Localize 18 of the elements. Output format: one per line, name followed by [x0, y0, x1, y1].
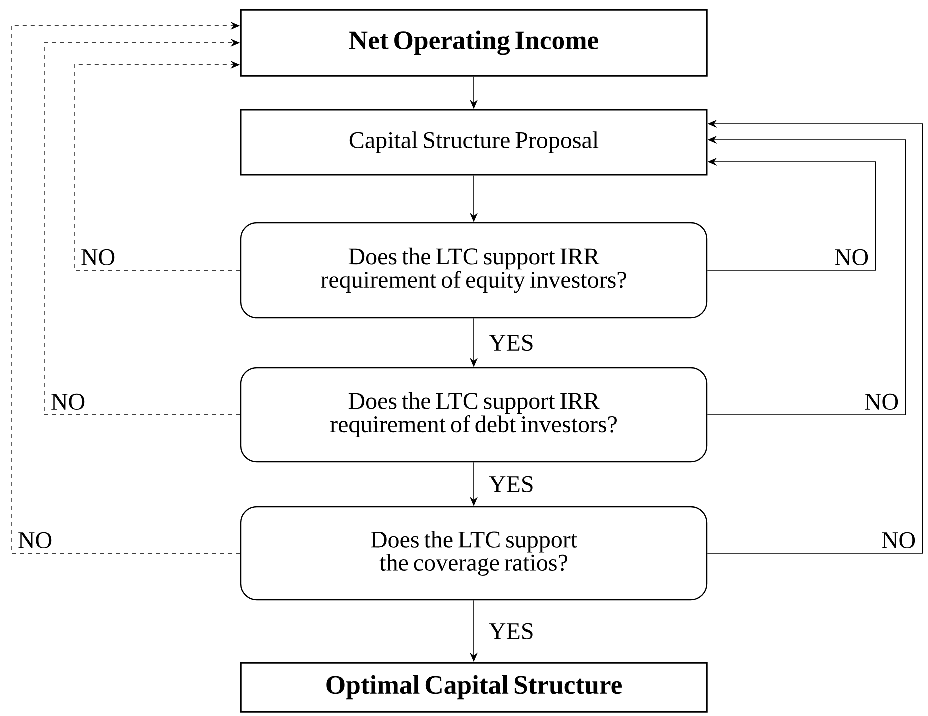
edge-label: NO [78, 246, 118, 268]
arrow [44, 38, 241, 416]
edge-label: NO [832, 246, 872, 268]
edge-label: YES [486, 474, 537, 496]
edge-label: YES [486, 332, 537, 354]
arrow [11, 22, 241, 554]
decision-box: Does the LTC support IRR requirement of equity investors? [240, 222, 708, 319]
arrow [74, 60, 241, 271]
edge-label: NO [862, 391, 902, 413]
edge-label: NO [48, 391, 88, 413]
decision-box: Does the LTC support the coverage ratios? [240, 506, 708, 601]
process-box: Optimal Capital Structure [240, 662, 708, 713]
process-box: Capital Structure Proposal [240, 109, 708, 176]
edge-label: YES [486, 620, 537, 642]
edge-label: NO [15, 530, 56, 552]
edge-label: NO [878, 530, 919, 552]
process-box: Net Operating Income [240, 9, 708, 77]
decision-box: Does the LTC support IRR requirement of debt investors? [240, 367, 708, 463]
